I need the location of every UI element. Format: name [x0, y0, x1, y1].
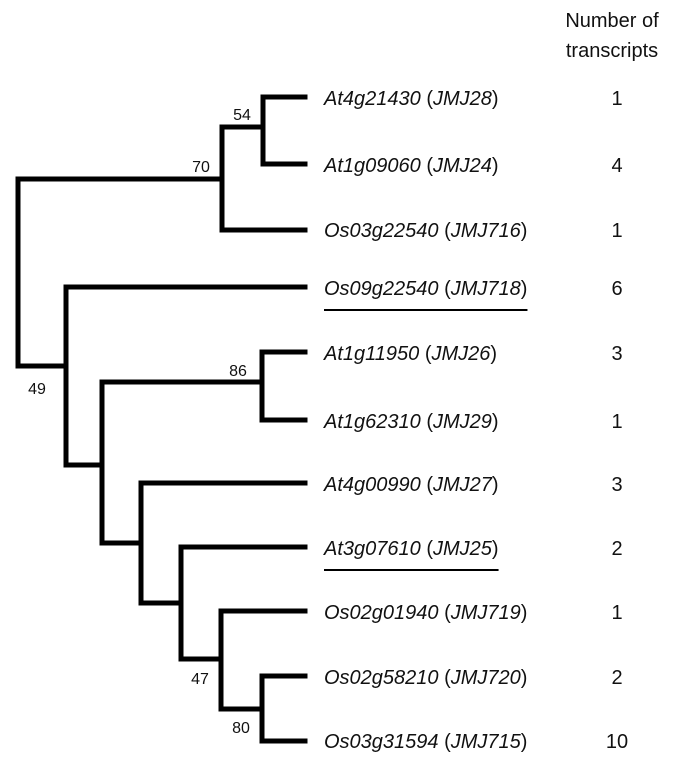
bootstrap-label-49: 49 — [28, 381, 46, 398]
leaf-label-os02g01940: Os02g01940 (JMJ719) — [324, 602, 527, 624]
leaf-gene-alias: JMJ716 — [450, 220, 522, 242]
leaf-paren-open: ( — [421, 538, 434, 560]
leaf-paren-open: ( — [419, 343, 432, 365]
transcript-counts: 1 4 1 6 3 1 3 2 1 2 10 — [606, 88, 628, 753]
leaf-paren-open: ( — [421, 155, 434, 177]
leaf-gene-alias: JMJ26 — [431, 343, 492, 365]
transcript-count-os02g01940: 1 — [611, 602, 622, 624]
leaf-gene-id: At4g00990 — [323, 474, 421, 496]
leaf-gene-alias: JMJ28 — [432, 88, 492, 110]
leaf-label-at1g11950: At1g11950 (JMJ26) — [323, 343, 497, 365]
leaf-paren-open: ( — [421, 411, 434, 433]
tree-branches — [15, 94, 308, 744]
transcript-count-os03g22540: 1 — [611, 220, 622, 242]
leaf-gene-alias: JMJ720 — [450, 667, 521, 689]
leaf-paren-open: ( — [439, 278, 452, 300]
leaf-paren-close: ) — [492, 474, 499, 496]
leaf-label-at1g62310: At1g62310 (JMJ29) — [323, 411, 499, 433]
leaf-paren-close: ) — [521, 278, 528, 300]
bootstrap-label-47: 47 — [191, 671, 209, 688]
leaf-gene-id: Os02g01940 — [324, 602, 439, 624]
transcript-count-at1g09060: 4 — [611, 155, 622, 177]
leaf-underlines — [324, 309, 528, 571]
leaf-paren-close: ) — [521, 220, 528, 242]
bootstrap-label-86: 86 — [229, 363, 247, 380]
leaf-label-at1g09060: At1g09060 (JMJ24) — [323, 155, 499, 177]
leaf-gene-id: At1g11950 — [323, 343, 419, 365]
leaf-paren-close: ) — [490, 343, 497, 365]
leaf-gene-id: Os03g31594 — [324, 731, 439, 753]
transcript-count-at1g62310: 1 — [611, 411, 622, 433]
leaf-label-at4g21430: At4g21430 (JMJ28) — [323, 88, 499, 110]
header-line-1: Number of — [565, 10, 659, 32]
bootstrap-label-80: 80 — [232, 720, 250, 737]
bootstrap-label-70: 70 — [192, 159, 210, 176]
leaf-label-os03g31594: Os03g31594 (JMJ715) — [324, 731, 527, 753]
transcript-count-os03g31594: 10 — [606, 731, 628, 753]
leaf-gene-id: Os09g22540 — [324, 278, 439, 300]
leaf-gene-id: At1g62310 — [323, 411, 421, 433]
leaf-label-at4g00990: At4g00990 (JMJ27) — [323, 474, 499, 496]
leaf-gene-alias: JMJ718 — [450, 278, 521, 300]
leaf-paren-open: ( — [439, 731, 452, 753]
leaf-label-os09g22540: Os09g22540 (JMJ718) — [324, 278, 527, 300]
leaf-paren-close: ) — [492, 538, 499, 560]
leaf-paren-close: ) — [492, 411, 499, 433]
transcript-count-at1g11950: 3 — [611, 343, 622, 365]
leaf-paren-close: ) — [521, 731, 528, 753]
leaf-gene-id: At4g21430 — [323, 88, 421, 110]
bootstrap-label-54: 54 — [233, 107, 251, 124]
transcript-count-at4g21430: 1 — [611, 88, 622, 110]
leaf-label-os03g22540: Os03g22540 (JMJ716) — [324, 220, 527, 242]
leaf-gene-alias: JMJ25 — [432, 538, 493, 560]
leaf-gene-id: At1g09060 — [323, 155, 421, 177]
leaf-paren-open: ( — [439, 220, 452, 242]
transcript-count-at3g07610: 2 — [611, 538, 622, 560]
leaf-gene-id: Os03g22540 — [324, 220, 439, 242]
leaf-paren-open: ( — [421, 474, 434, 496]
leaf-gene-alias: JMJ24 — [432, 155, 492, 177]
header-line-2: transcripts — [566, 40, 658, 62]
leaf-paren-close: ) — [492, 155, 499, 177]
leaf-paren-close: ) — [521, 602, 528, 624]
leaf-paren-close: ) — [521, 667, 528, 689]
leaf-paren-close: ) — [492, 88, 499, 110]
leaf-gene-alias: JMJ715 — [450, 731, 522, 753]
leaf-gene-alias: JMJ27 — [432, 474, 493, 496]
leaf-gene-alias: JMJ719 — [450, 602, 521, 624]
leaf-paren-open: ( — [439, 602, 452, 624]
leaf-labels: At4g21430 (JMJ28)At1g09060 (JMJ24)Os03g2… — [323, 88, 527, 753]
leaf-label-os02g58210: Os02g58210 (JMJ720) — [324, 667, 527, 689]
transcript-count-at4g00990: 3 — [611, 474, 622, 496]
transcript-count-os02g58210: 2 — [611, 667, 622, 689]
leaf-paren-open: ( — [421, 88, 434, 110]
leaf-gene-id: At3g07610 — [323, 538, 421, 560]
leaf-gene-alias: JMJ29 — [432, 411, 492, 433]
bootstrap-values: 54 70 49 86 47 80 — [28, 107, 251, 737]
transcript-count-os09g22540: 6 — [611, 278, 622, 300]
leaf-paren-open: ( — [439, 667, 452, 689]
leaf-label-at3g07610: At3g07610 (JMJ25) — [323, 538, 499, 560]
leaf-gene-id: Os02g58210 — [324, 667, 439, 689]
